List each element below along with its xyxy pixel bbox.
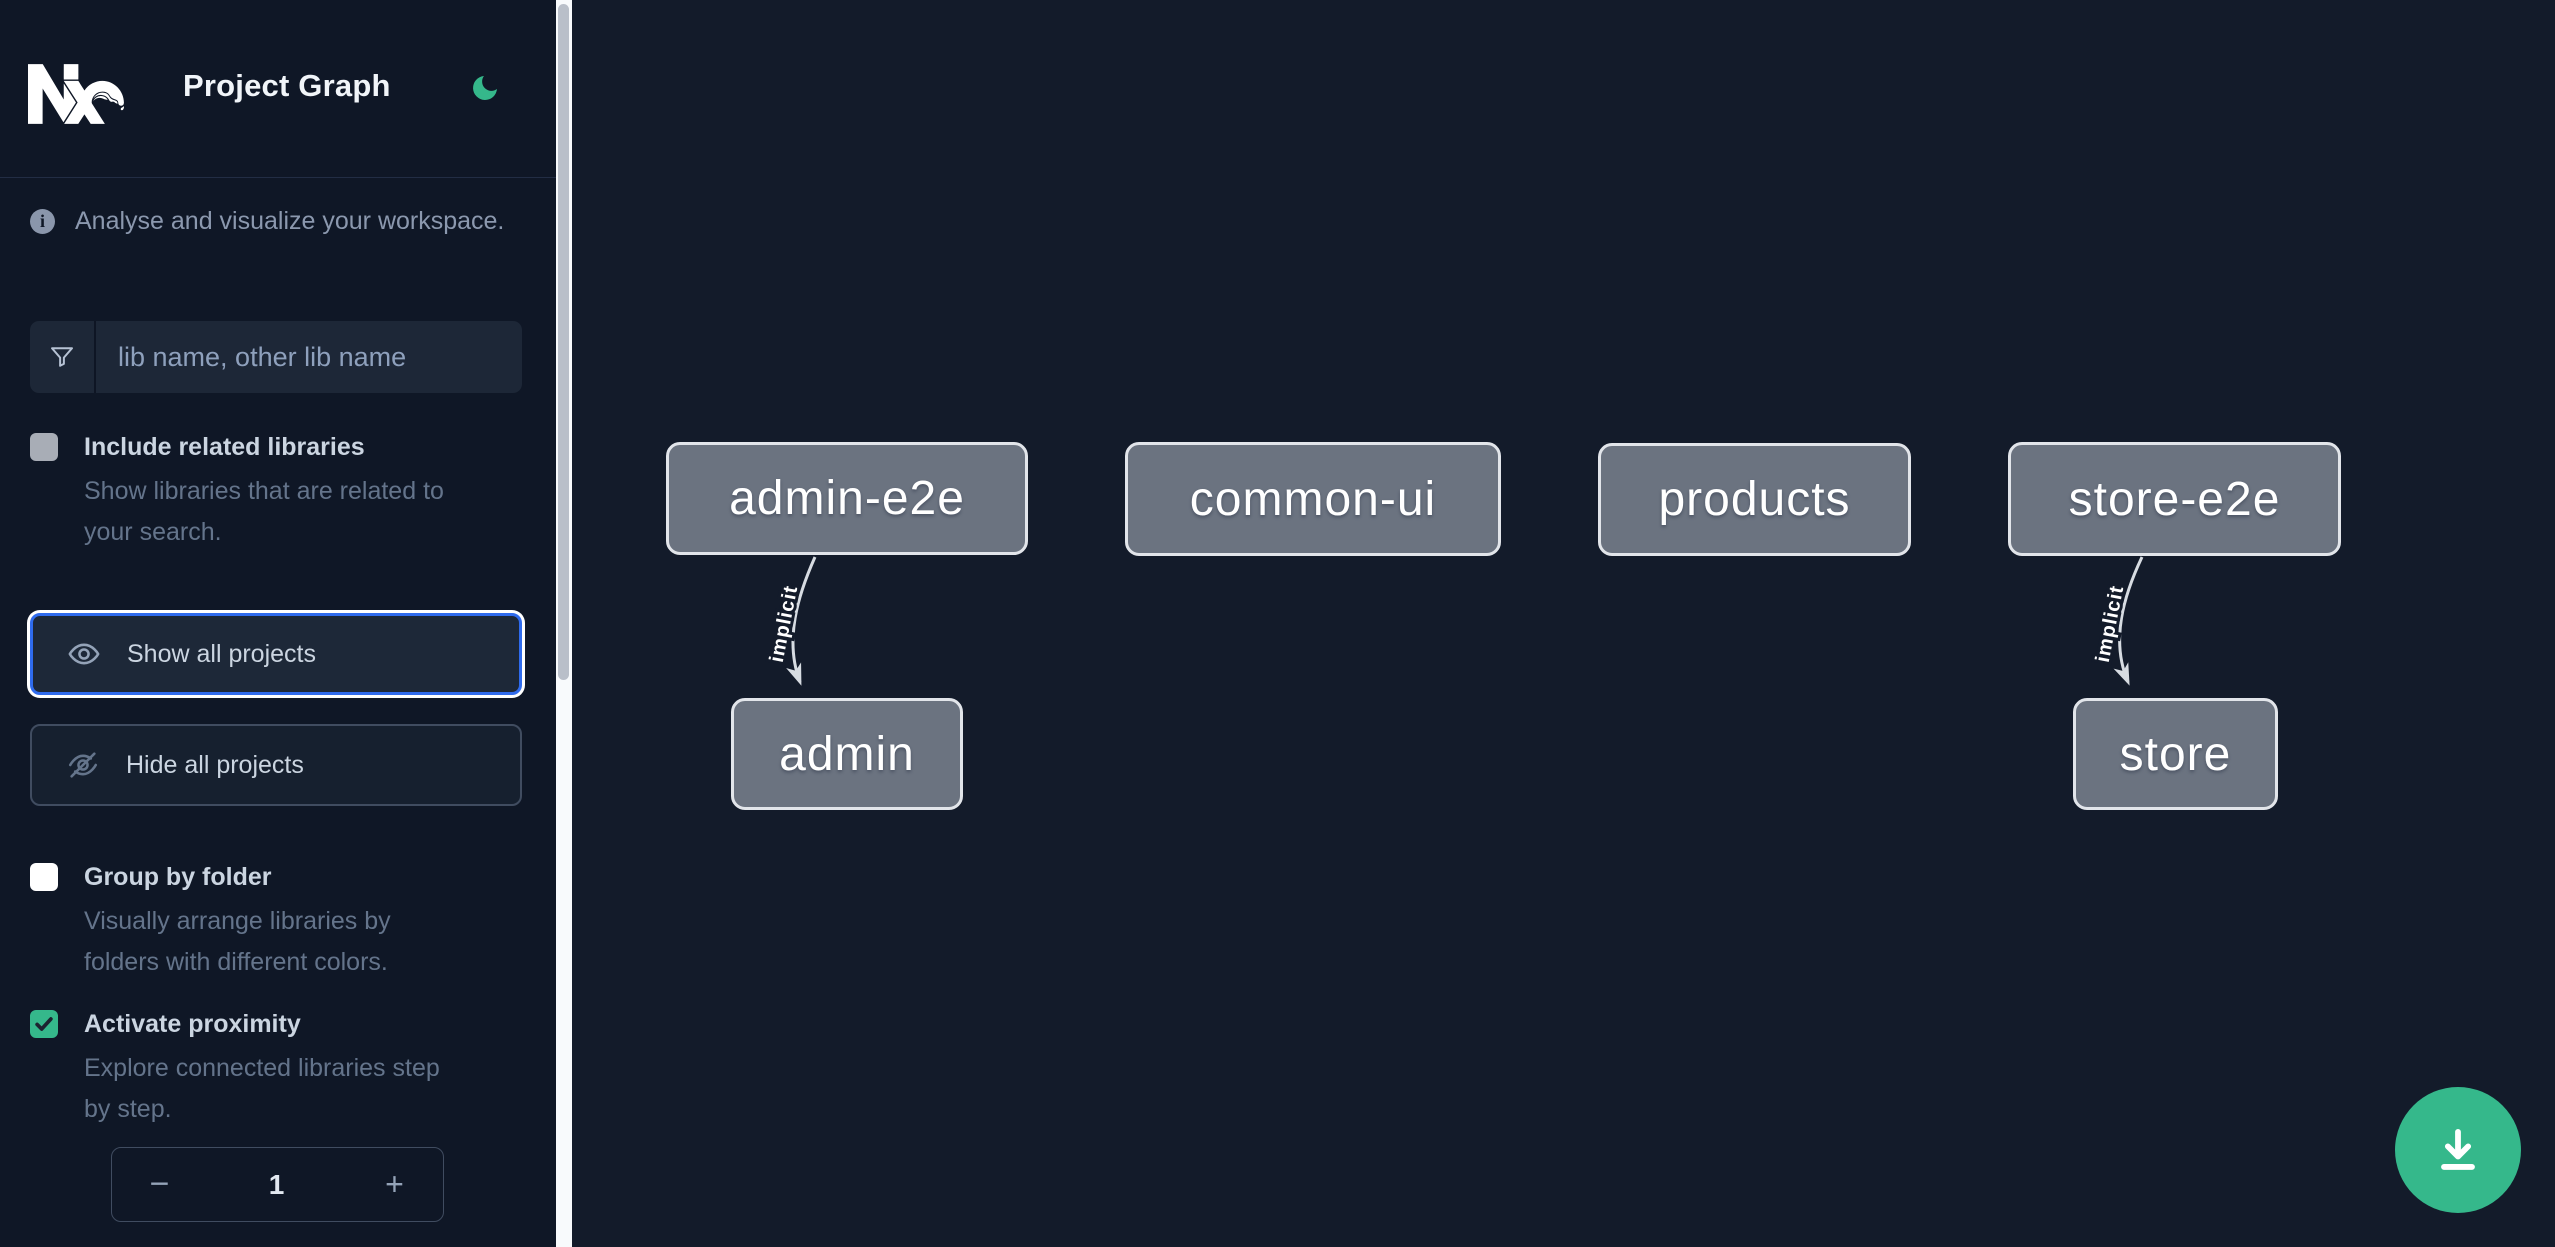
include-related-description: Show libraries that are related to your … xyxy=(84,477,444,546)
sidebar-scrollbar-thumb[interactable] xyxy=(558,4,569,680)
option-group-by-folder: Group by folder Visually arrange librari… xyxy=(30,862,522,983)
group-by-folder-checkbox[interactable] xyxy=(30,863,58,891)
graph-canvas[interactable]: implicit implicit admin-e2e common-ui pr… xyxy=(572,0,2555,1247)
graph-edges: implicit implicit xyxy=(763,556,2144,686)
filter-icon xyxy=(30,321,96,393)
activate-proximity-checkbox[interactable] xyxy=(30,1010,58,1038)
stepper-increment-button[interactable]: + xyxy=(346,1148,443,1221)
node-store-e2e[interactable]: store-e2e xyxy=(2008,442,2341,556)
include-related-label: Include related libraries xyxy=(84,432,365,461)
eye-icon xyxy=(68,643,100,665)
info-text: Analyse and visualize your workspace. xyxy=(75,207,505,235)
option-activate-proximity: Activate proximity Explore connected lib… xyxy=(30,1009,522,1130)
node-products[interactable]: products xyxy=(1598,443,1911,556)
eye-off-icon xyxy=(68,752,98,778)
search-box xyxy=(30,321,522,393)
show-all-projects-button[interactable]: Show all projects xyxy=(30,613,522,695)
moon-icon xyxy=(473,76,497,100)
node-admin[interactable]: admin xyxy=(731,698,963,810)
nx-logo-icon xyxy=(28,64,124,124)
stepper-decrement-button[interactable]: − xyxy=(112,1148,207,1221)
sidebar: Project Graph i Analyse and visualize yo… xyxy=(0,0,556,1247)
download-icon xyxy=(2441,1128,2475,1170)
edge-label-implicit: implicit xyxy=(2092,583,2128,664)
include-related-checkbox[interactable] xyxy=(30,433,58,461)
edge-label-implicit: implicit xyxy=(766,583,802,664)
sidebar-header: Project Graph xyxy=(0,0,556,178)
edge-store-e2e-store[interactable] xyxy=(2113,556,2144,686)
show-all-projects-label: Show all projects xyxy=(127,639,316,668)
info-icon: i xyxy=(30,209,55,234)
node-admin-e2e[interactable]: admin-e2e xyxy=(666,442,1028,555)
group-by-folder-description: Visually arrange libraries by folders wi… xyxy=(84,907,391,976)
stepper-value: 1 xyxy=(268,1168,285,1200)
activate-proximity-description: Explore connected libraries step by step… xyxy=(84,1054,440,1123)
activate-proximity-label: Activate proximity xyxy=(84,1009,301,1038)
edge-admin-e2e-admin[interactable] xyxy=(786,556,817,686)
download-image-button[interactable] xyxy=(2395,1087,2521,1213)
group-by-folder-label: Group by folder xyxy=(84,862,272,891)
proximity-stepper: − 1 + xyxy=(111,1147,444,1222)
workspace-info-row: i Analyse and visualize your workspace. xyxy=(30,207,522,236)
theme-toggle-button[interactable] xyxy=(468,72,502,106)
node-store[interactable]: store xyxy=(2073,698,2278,810)
search-input[interactable] xyxy=(96,321,522,393)
hide-all-projects-button[interactable]: Hide all projects xyxy=(30,724,522,806)
option-include-related: Include related libraries Show libraries… xyxy=(30,432,522,553)
check-icon xyxy=(35,1017,53,1031)
node-common-ui[interactable]: common-ui xyxy=(1125,442,1501,556)
page-title: Project Graph xyxy=(183,68,391,103)
hide-all-projects-label: Hide all projects xyxy=(126,750,304,779)
